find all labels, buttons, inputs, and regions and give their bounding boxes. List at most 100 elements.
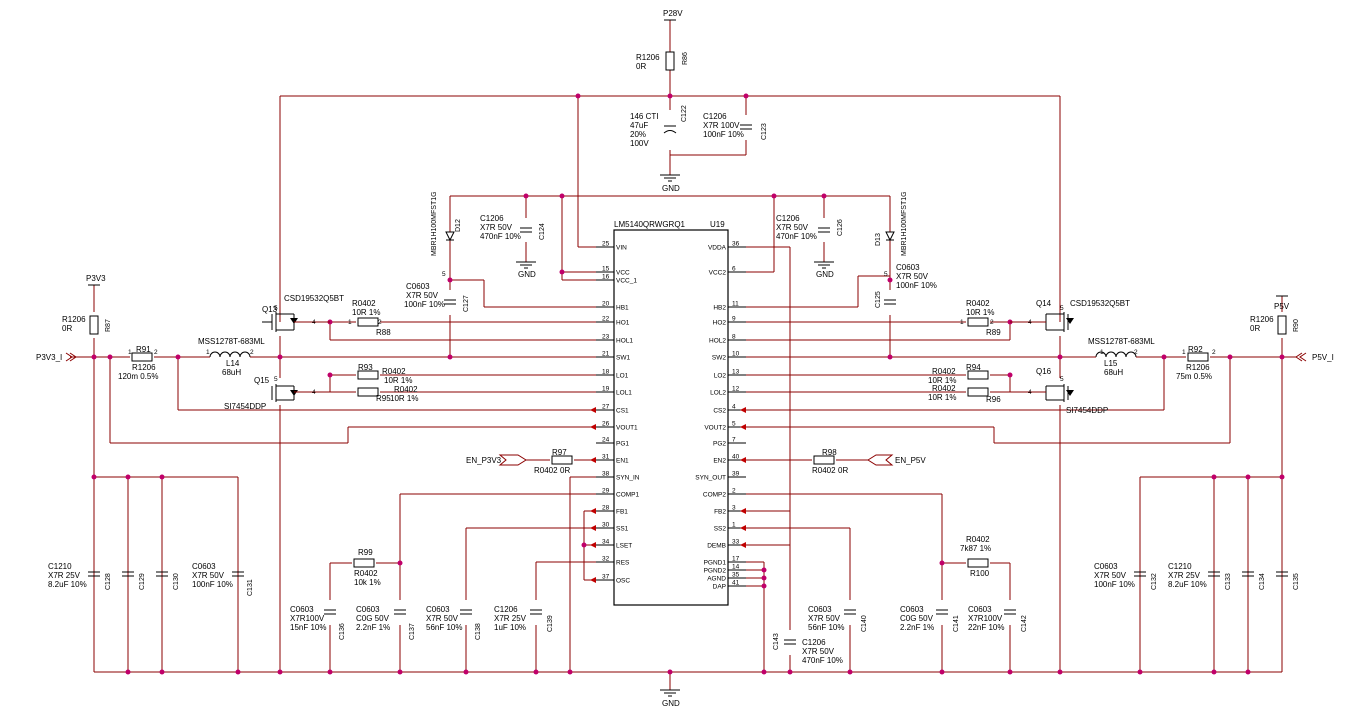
resistor-r91[interactable]: R91 R1206 120m 0.5% (118, 345, 158, 381)
r99-value: 10k 1% (354, 578, 381, 587)
ic-pin-number: 41 (732, 580, 740, 587)
mosfet-q15[interactable]: Q15 SI7454DDP (224, 376, 330, 411)
capacitor-c140[interactable]: C0603 X7R 50V 56nF 10% C140 (808, 605, 868, 632)
r91-pkg: R1206 (132, 363, 156, 372)
ground-symbol-top: GND (660, 174, 680, 193)
resistor-r96[interactable]: R0402 10R 1% R96 (928, 384, 1001, 404)
pin-num: 1 (348, 319, 352, 326)
pin-num: 1 (1100, 349, 1104, 356)
ic-pin-name: SYN_IN (616, 475, 640, 482)
junctions (91, 93, 1285, 675)
ic-u19[interactable]: LM5140QRWGRQ1 U19 25VIN15VCC16VCC_120HB1… (596, 220, 746, 606)
inductor-l15[interactable]: MSS1278T-683ML L15 68uH (1088, 337, 1155, 377)
resistor-r100[interactable]: R0402 7k87 1% R100 (960, 535, 991, 578)
mosfet-q16[interactable]: Q16 SI7454DDP (1010, 367, 1108, 415)
capacitor-c131[interactable]: C0603 X7R 50V 100nF 10% C131 (192, 562, 254, 596)
c125-l2: X7R 50V (896, 272, 929, 281)
ic-pin-number: 37 (602, 574, 610, 581)
capacitor-c124[interactable]: C1206 X7R 50V 470nF 10% C124 (480, 214, 546, 241)
q15-ref: Q15 (254, 376, 270, 385)
r99-pkg: R0402 (354, 569, 378, 578)
c132-ref: C132 (1151, 573, 1158, 590)
ic-pin-name: EN2 (713, 458, 726, 465)
ic-pin-number: 15 (602, 266, 610, 273)
ic-pin-number: 18 (602, 369, 610, 376)
capacitor-c123[interactable]: C1206 X7R 100V 100nF 10% C123 (703, 112, 768, 140)
resistor-r87[interactable]: R1206 0R R87 (62, 315, 112, 335)
c136-l3: 15nF 10% (290, 623, 326, 632)
d12-part: MBR1H100MFST1G (431, 191, 438, 256)
mosfet-q13[interactable]: CSD19532Q5BT Q13 (262, 294, 344, 332)
capacitor-c130[interactable]: C130 (156, 571, 180, 590)
port-en-p3v3[interactable]: EN_P3V3 (466, 454, 527, 466)
c133-l2: X7R 25V (1168, 571, 1201, 580)
pin-num: 5 (274, 376, 278, 383)
r99-ref: R99 (358, 548, 373, 557)
port-p3v3-i[interactable]: P3V3_I (36, 352, 77, 362)
c140-ref: C140 (861, 615, 868, 632)
capacitor-c134[interactable]: C134 (1242, 571, 1266, 590)
ic-pin-name: CS1 (616, 408, 629, 415)
ic-pin-number: 27 (602, 404, 610, 411)
capacitor-c126[interactable]: C1206 X7R 50V 470nF 10% C126 (776, 214, 844, 241)
port-p5v-i[interactable]: P5V_I (1295, 352, 1334, 362)
r100-value: 7k87 1% (960, 544, 991, 553)
capacitor-c127[interactable]: C0603 X7R 50V 100nF 10% C127 (404, 282, 470, 312)
inductor-l14[interactable]: MSS1278T-683ML L14 68uH (198, 337, 265, 377)
diode-d13[interactable]: MBR1H100MFST1G D13 (875, 191, 908, 256)
capacitor-c142[interactable]: C0603 X7R100V 22nF 10% C142 (968, 605, 1028, 632)
capacitor-c136[interactable]: C0603 X7R100V 15nF 10% C136 (290, 605, 346, 640)
capacitor-c137[interactable]: C0603 C0G 50V 2.2nF 1% C137 (356, 605, 416, 640)
port-en-p5v[interactable]: EN_P5V (867, 454, 926, 466)
resistor-r92[interactable]: R92 R1206 75m 0.5% (1176, 345, 1212, 381)
c122-ref: C122 (681, 105, 688, 122)
c124-pkg: C1206 (480, 214, 504, 223)
r86-ref: R86 (682, 52, 689, 65)
resistor-r95[interactable]: R0402 R95 10R 1% (357, 385, 418, 403)
resistor-r88[interactable]: R0402 10R 1% R88 (352, 299, 391, 337)
c127-ref: C127 (463, 295, 470, 312)
c139-pkg: C1206 (494, 605, 518, 614)
c122-l2: 47uF (630, 121, 648, 130)
pin-num: 2 (1212, 349, 1216, 356)
capacitor-c132[interactable]: C0603 X7R 50V 100nF 10% C132 (1094, 562, 1158, 590)
pin-num: 5 (884, 271, 888, 278)
capacitor-c138[interactable]: C0603 X7R 50V 56nF 10% C138 (426, 605, 482, 640)
diode-d12[interactable]: MBR1H100MFST1G D12 (431, 191, 462, 256)
capacitor-c125[interactable]: C0603 X7R 50V 100nF 10% C125 (875, 263, 937, 308)
resistor-r98[interactable]: R98 R0402 0R (812, 448, 848, 475)
r97-pkg: R0402 (534, 466, 558, 475)
ic-pin-number: 32 (602, 556, 610, 563)
r96-value: 10R 1% (928, 393, 956, 402)
resistor-r86[interactable]: R1206 0R R86 (636, 51, 689, 71)
wires (70, 20, 1296, 690)
capacitor-c133[interactable]: C1210 X7R 25V 8.2uF 10% C133 (1168, 562, 1232, 590)
r92-value: 75m 0.5% (1176, 372, 1212, 381)
capacitor-c129[interactable]: C129 (122, 571, 146, 590)
resistor-r99[interactable]: R99 R0402 10k 1% (353, 548, 381, 587)
capacitor-c122[interactable]: 146 CTI 47uF 20% 100V C122 (630, 105, 688, 148)
ic-pin-number: 22 (602, 316, 610, 323)
capacitor-c128[interactable]: C1210 X7R 25V 8.2uF 10% C128 (48, 562, 112, 590)
ic-pin-number: 25 (602, 241, 610, 248)
pin-num: 1 (206, 349, 210, 356)
c141-ref: C141 (953, 615, 960, 632)
resistor-r93[interactable]: R93 R0402 10R 1% (357, 363, 412, 385)
resistor-r94[interactable]: R94 R0402 10R 1% (928, 363, 989, 385)
c133-l3: 8.2uF 10% (1168, 580, 1207, 589)
ic-pin-name: COMP1 (616, 492, 640, 499)
r94-value: 10R 1% (928, 376, 956, 385)
capacitor-c135[interactable]: C135 (1276, 571, 1300, 590)
mosfet-q14[interactable]: CSD19532Q5BT Q14 (1010, 299, 1130, 332)
ic-pin-name: SS2 (714, 526, 727, 533)
resistor-r97[interactable]: R97 R0402 0R (534, 448, 573, 475)
ic-pin-number: 30 (602, 522, 610, 529)
resistor-r90[interactable]: R1206 0R R90 (1250, 315, 1300, 335)
capacitor-c141[interactable]: C0603 C0G 50V 2.2nF 1% C141 (900, 605, 960, 632)
capacitor-c139[interactable]: C1206 X7R 25V 1uF 10% C139 (494, 605, 554, 632)
resistor-r89[interactable]: R0402 10R 1% R89 (966, 299, 1001, 337)
pin-num: 1 (1182, 349, 1186, 356)
r95-value: 10R 1% (390, 394, 418, 403)
ic-pin-name: HO1 (616, 320, 630, 327)
capacitor-c143[interactable]: C1206 X7R 50V 470nF 10% C143 (773, 633, 843, 665)
